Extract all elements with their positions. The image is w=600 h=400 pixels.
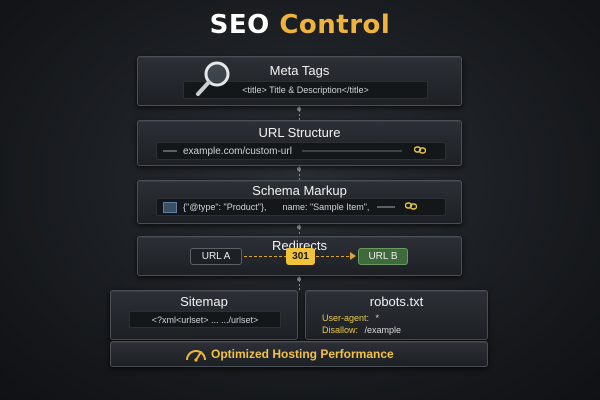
sitemap-card[interactable]: Sitemap <?xml<urlset> ... .../urlset>	[110, 290, 298, 340]
meta-tags-code-text: <title> Title & Description</title>	[242, 85, 369, 95]
page-title: SEO Control	[0, 10, 600, 40]
hosting-performance-bar[interactable]: Optimized Hosting Performance	[110, 341, 488, 367]
line-icon	[163, 150, 177, 152]
connector-line	[299, 106, 300, 120]
robots-value: /example	[364, 325, 402, 335]
meta-tags-code: <title> Title & Description</title>	[183, 81, 428, 99]
connector-dot	[297, 107, 301, 111]
sitemap-code: <?xml<urlset> ... .../urlset>	[129, 311, 281, 328]
connector-line	[299, 224, 300, 236]
schema-code-1: {"@type": "Product"},	[183, 202, 267, 212]
connector-line	[299, 166, 300, 180]
hosting-performance-label: Optimized Hosting Performance	[211, 347, 394, 361]
url-structure-field: example.com/custom-url	[156, 142, 446, 160]
robots-card[interactable]: robots.txt User-agent: * Disallow: /exam…	[305, 290, 488, 340]
connector-dot	[297, 225, 301, 229]
link-icon[interactable]	[405, 201, 418, 213]
schema-markup-card[interactable]: Schema Markup {"@type": "Product"}, name…	[137, 180, 462, 224]
sitemap-code-text: <?xml<urlset> ... .../urlset>	[151, 314, 259, 325]
robots-key: User-agent:	[322, 313, 370, 323]
url-structure-title: URL Structure	[258, 125, 341, 140]
robots-line-2: Disallow: /example	[322, 325, 401, 335]
url-structure-card[interactable]: URL Structure example.com/custom-url	[137, 120, 462, 166]
redirect-arrow-right	[316, 256, 352, 257]
connector-line	[299, 276, 300, 290]
schema-code-2: name: "Sample Item",	[282, 202, 370, 212]
divider-bar	[301, 150, 402, 152]
speedometer-icon	[185, 345, 207, 363]
magnifying-glass-icon	[193, 58, 235, 100]
robots-key: Disallow:	[322, 325, 359, 335]
redirect-from-pill[interactable]: URL A	[190, 248, 242, 265]
schema-markup-code: {"@type": "Product"}, name: "Sample Item…	[156, 198, 446, 216]
robots-title: robots.txt	[369, 294, 424, 309]
redirect-to-pill[interactable]: URL B	[358, 248, 408, 265]
meta-tags-card[interactable]: Meta Tags <title> Title & Description</t…	[137, 56, 462, 106]
sitemap-title: Sitemap	[180, 294, 228, 309]
arrow-right-icon	[350, 252, 356, 260]
meta-tags-title: Meta Tags	[269, 63, 330, 78]
schema-markup-title: Schema Markup	[252, 183, 347, 198]
connector-dot	[297, 277, 301, 281]
document-icon	[163, 201, 177, 213]
redirect-code-badge: 301	[286, 248, 315, 265]
divider-bar	[377, 206, 396, 208]
link-icon[interactable]	[413, 145, 427, 158]
title-seo: SEO	[209, 10, 270, 40]
redirect-arrow-left	[244, 256, 286, 257]
url-structure-url: example.com/custom-url	[183, 145, 292, 157]
robots-value: *	[375, 313, 380, 323]
connector-dot	[297, 167, 301, 171]
robots-line-1: User-agent: *	[322, 313, 379, 323]
title-control: Control	[279, 10, 391, 40]
